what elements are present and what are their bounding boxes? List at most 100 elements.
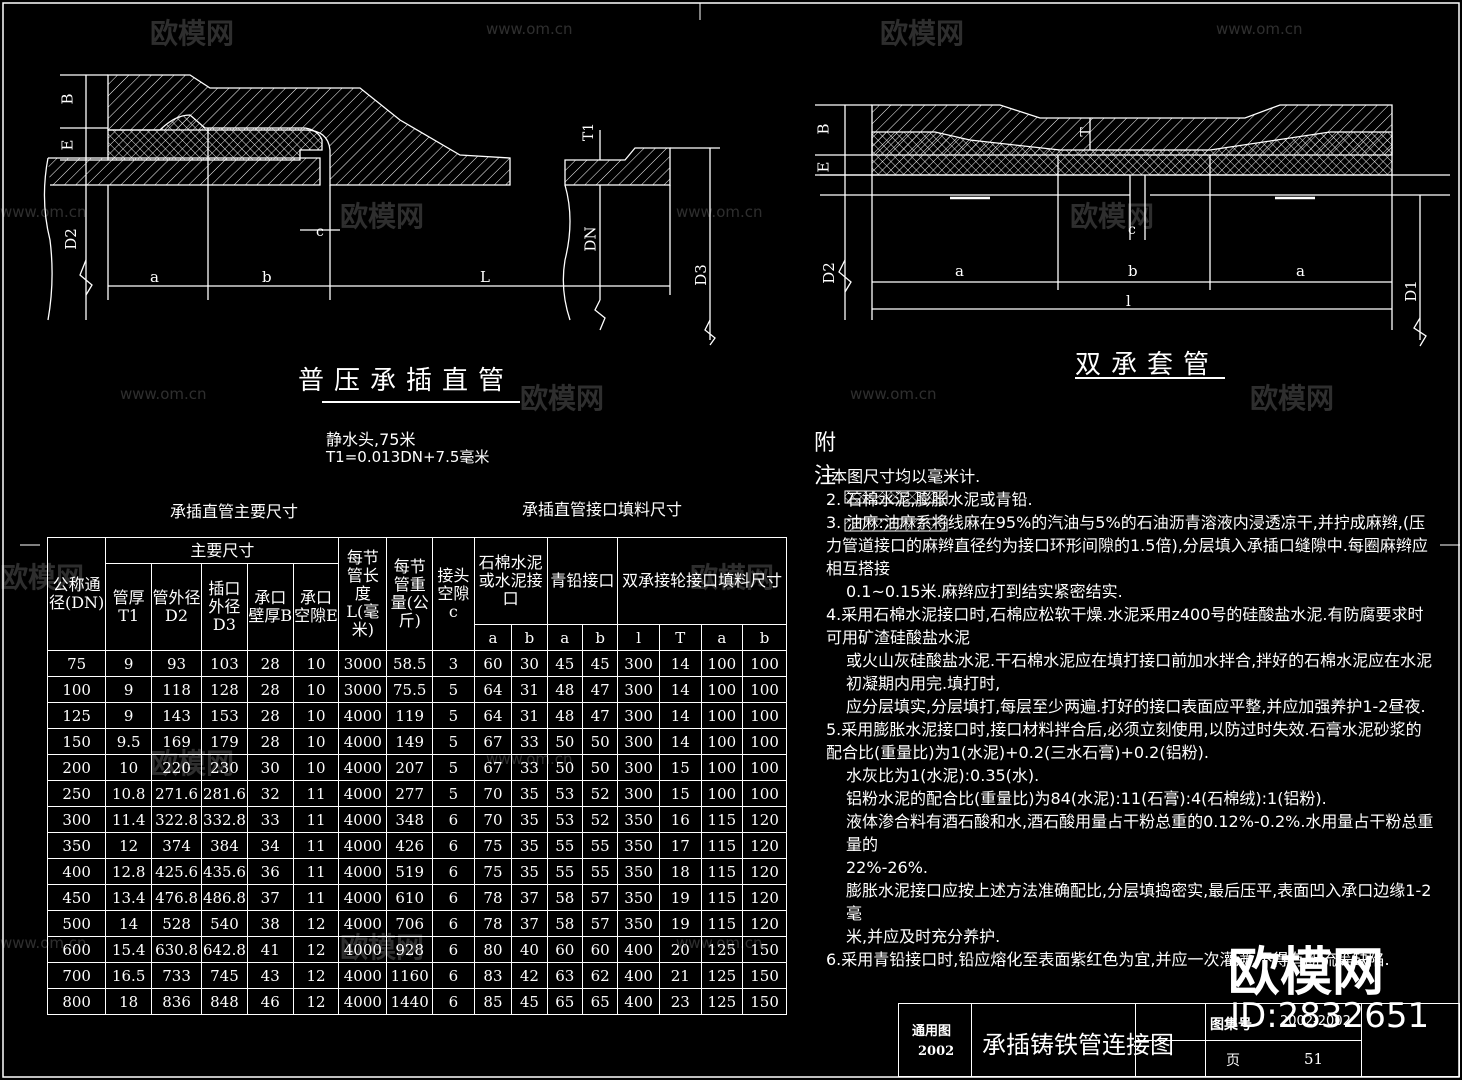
table-cell: 150 (46, 728, 107, 755)
table-cell: 300 (46, 806, 107, 833)
table-cell: 100 (700, 780, 744, 807)
table-cell: 4000 (338, 702, 388, 729)
table-cell: 12.8 (105, 858, 153, 885)
watermark-url: www.om.cn (486, 750, 573, 768)
table-cell: 10 (292, 702, 340, 729)
table-cell: 9 (105, 650, 153, 677)
table-cell: 10 (292, 650, 340, 677)
table-cell: 100 (742, 754, 787, 781)
th-dbl-T: T (658, 624, 702, 651)
th-wall: 管厚T1 (105, 563, 153, 651)
table-cell: 332.8 (201, 806, 248, 833)
note-line: 22%-26%. (846, 858, 928, 877)
right-drawing-title: 双承套管 (1075, 350, 1220, 380)
table-cell: 31 (511, 676, 548, 703)
table-cell: 14 (658, 728, 702, 755)
r-dim-label-T: T (1078, 127, 1095, 137)
r-dim-label-D2: D2 (819, 262, 838, 284)
notes-title: 附 (814, 431, 837, 456)
table-cell: 300 (617, 676, 660, 703)
table-cell: 600 (46, 936, 107, 963)
table-cell: 60 (546, 936, 583, 963)
dim-label-E: E (58, 139, 77, 151)
table-cell: 6 (432, 806, 475, 833)
table-cell: 200 (46, 754, 107, 781)
table-cell: 4000 (338, 962, 388, 989)
table-cell: 1440 (386, 988, 434, 1015)
r-dim-label-a2: a (1296, 262, 1305, 280)
table-cell: 425.6 (151, 858, 203, 885)
table-cell: 300 (617, 728, 660, 755)
watermark-brand: 欧模网 (0, 561, 85, 594)
table-cell: 75 (46, 650, 107, 677)
table-cell: 120 (742, 806, 787, 833)
table-cell: 125 (46, 702, 107, 729)
table-cell: 75 (473, 858, 513, 885)
note-line: 应分层填实,分层填打,每层至少两遍.打好的接口表面应平整,并应加强养护1-2昼夜… (846, 697, 1426, 716)
table-cell: 100 (700, 754, 744, 781)
table-cell: 28 (246, 702, 294, 729)
table-cell: 169 (151, 728, 203, 755)
table-cell: 119 (386, 702, 434, 729)
table-cell: 281.6 (201, 780, 248, 807)
th-bell-wall: 承口壁厚B (246, 563, 294, 651)
table-cell: 118 (151, 676, 203, 703)
dim-label-a: a (150, 268, 159, 286)
dim-label-T1: T1 (581, 122, 598, 142)
table-cell: 35 (511, 858, 548, 885)
r-dim-label-l: l (1126, 292, 1131, 310)
table-cell: 78 (473, 884, 513, 911)
table-cell: 55 (581, 832, 619, 859)
table-cell: 848 (201, 988, 248, 1015)
table-cell: 6 (432, 858, 475, 885)
table-cell: 18 (105, 988, 153, 1015)
table-cell: 100 (700, 676, 744, 703)
table-cell: 14 (105, 910, 153, 937)
r-dim-label-c: c (1128, 222, 1136, 238)
table-cell: 100 (742, 650, 787, 677)
table-cell: 5 (432, 780, 475, 807)
tb-page-label: 页 (1226, 1053, 1240, 1069)
r-dim-label-B: B (814, 123, 833, 135)
note-line: 水灰比为1(水泥):0.35(水). (846, 766, 1040, 785)
table-cell: 6 (432, 988, 475, 1015)
table-cell: 12 (292, 962, 340, 989)
table-cell: 52 (581, 806, 619, 833)
notes-body: .本图尺寸均以毫米计.2. 石棉水泥,膨胀水泥或青铅.3. 油麻:油麻系将线麻在… (826, 465, 1436, 971)
table-cell: 58 (546, 910, 583, 937)
table-cell: 630.8 (151, 936, 203, 963)
table-cell: 350 (617, 806, 660, 833)
table-cell: 103 (201, 650, 248, 677)
table-cell: 10 (292, 754, 340, 781)
table-cell: 5 (432, 728, 475, 755)
table-cell: 34 (246, 832, 294, 859)
table-cell: 528 (151, 910, 203, 937)
table-cell: 33 (511, 728, 548, 755)
note-line: 3. 油麻:油麻系将线麻在95%的汽油与5%的石油沥青溶液内浸透凉干,并拧成麻辫… (826, 513, 1426, 532)
table-cell: 100 (700, 650, 744, 677)
table-cell: 60 (581, 936, 619, 963)
table-cell: 42 (511, 962, 548, 989)
table-cell: 30 (511, 650, 548, 677)
table-cell: 100 (700, 728, 744, 755)
dim-label-b: b (262, 268, 272, 286)
tb-drawing-title: 承插铸铁管连接图 (982, 1031, 1174, 1059)
table-cell: 13.4 (105, 884, 153, 911)
table-cell: 14 (658, 650, 702, 677)
table-cell: 700 (46, 962, 107, 989)
tb-std-label: 通用图 (912, 1024, 952, 1039)
table-cell: 50 (546, 728, 583, 755)
table-cell: 300 (617, 754, 660, 781)
legend-swatch-cement (844, 490, 948, 504)
table-cell: 64 (473, 676, 513, 703)
table-cell: 9.5 (105, 728, 153, 755)
table-cell: 65 (581, 988, 619, 1015)
table-cell: 100 (742, 676, 787, 703)
table-cell: 745 (201, 962, 248, 989)
table-cell: 120 (742, 884, 787, 911)
table-cell: 400 (617, 936, 660, 963)
table-cell: 45 (511, 988, 548, 1015)
